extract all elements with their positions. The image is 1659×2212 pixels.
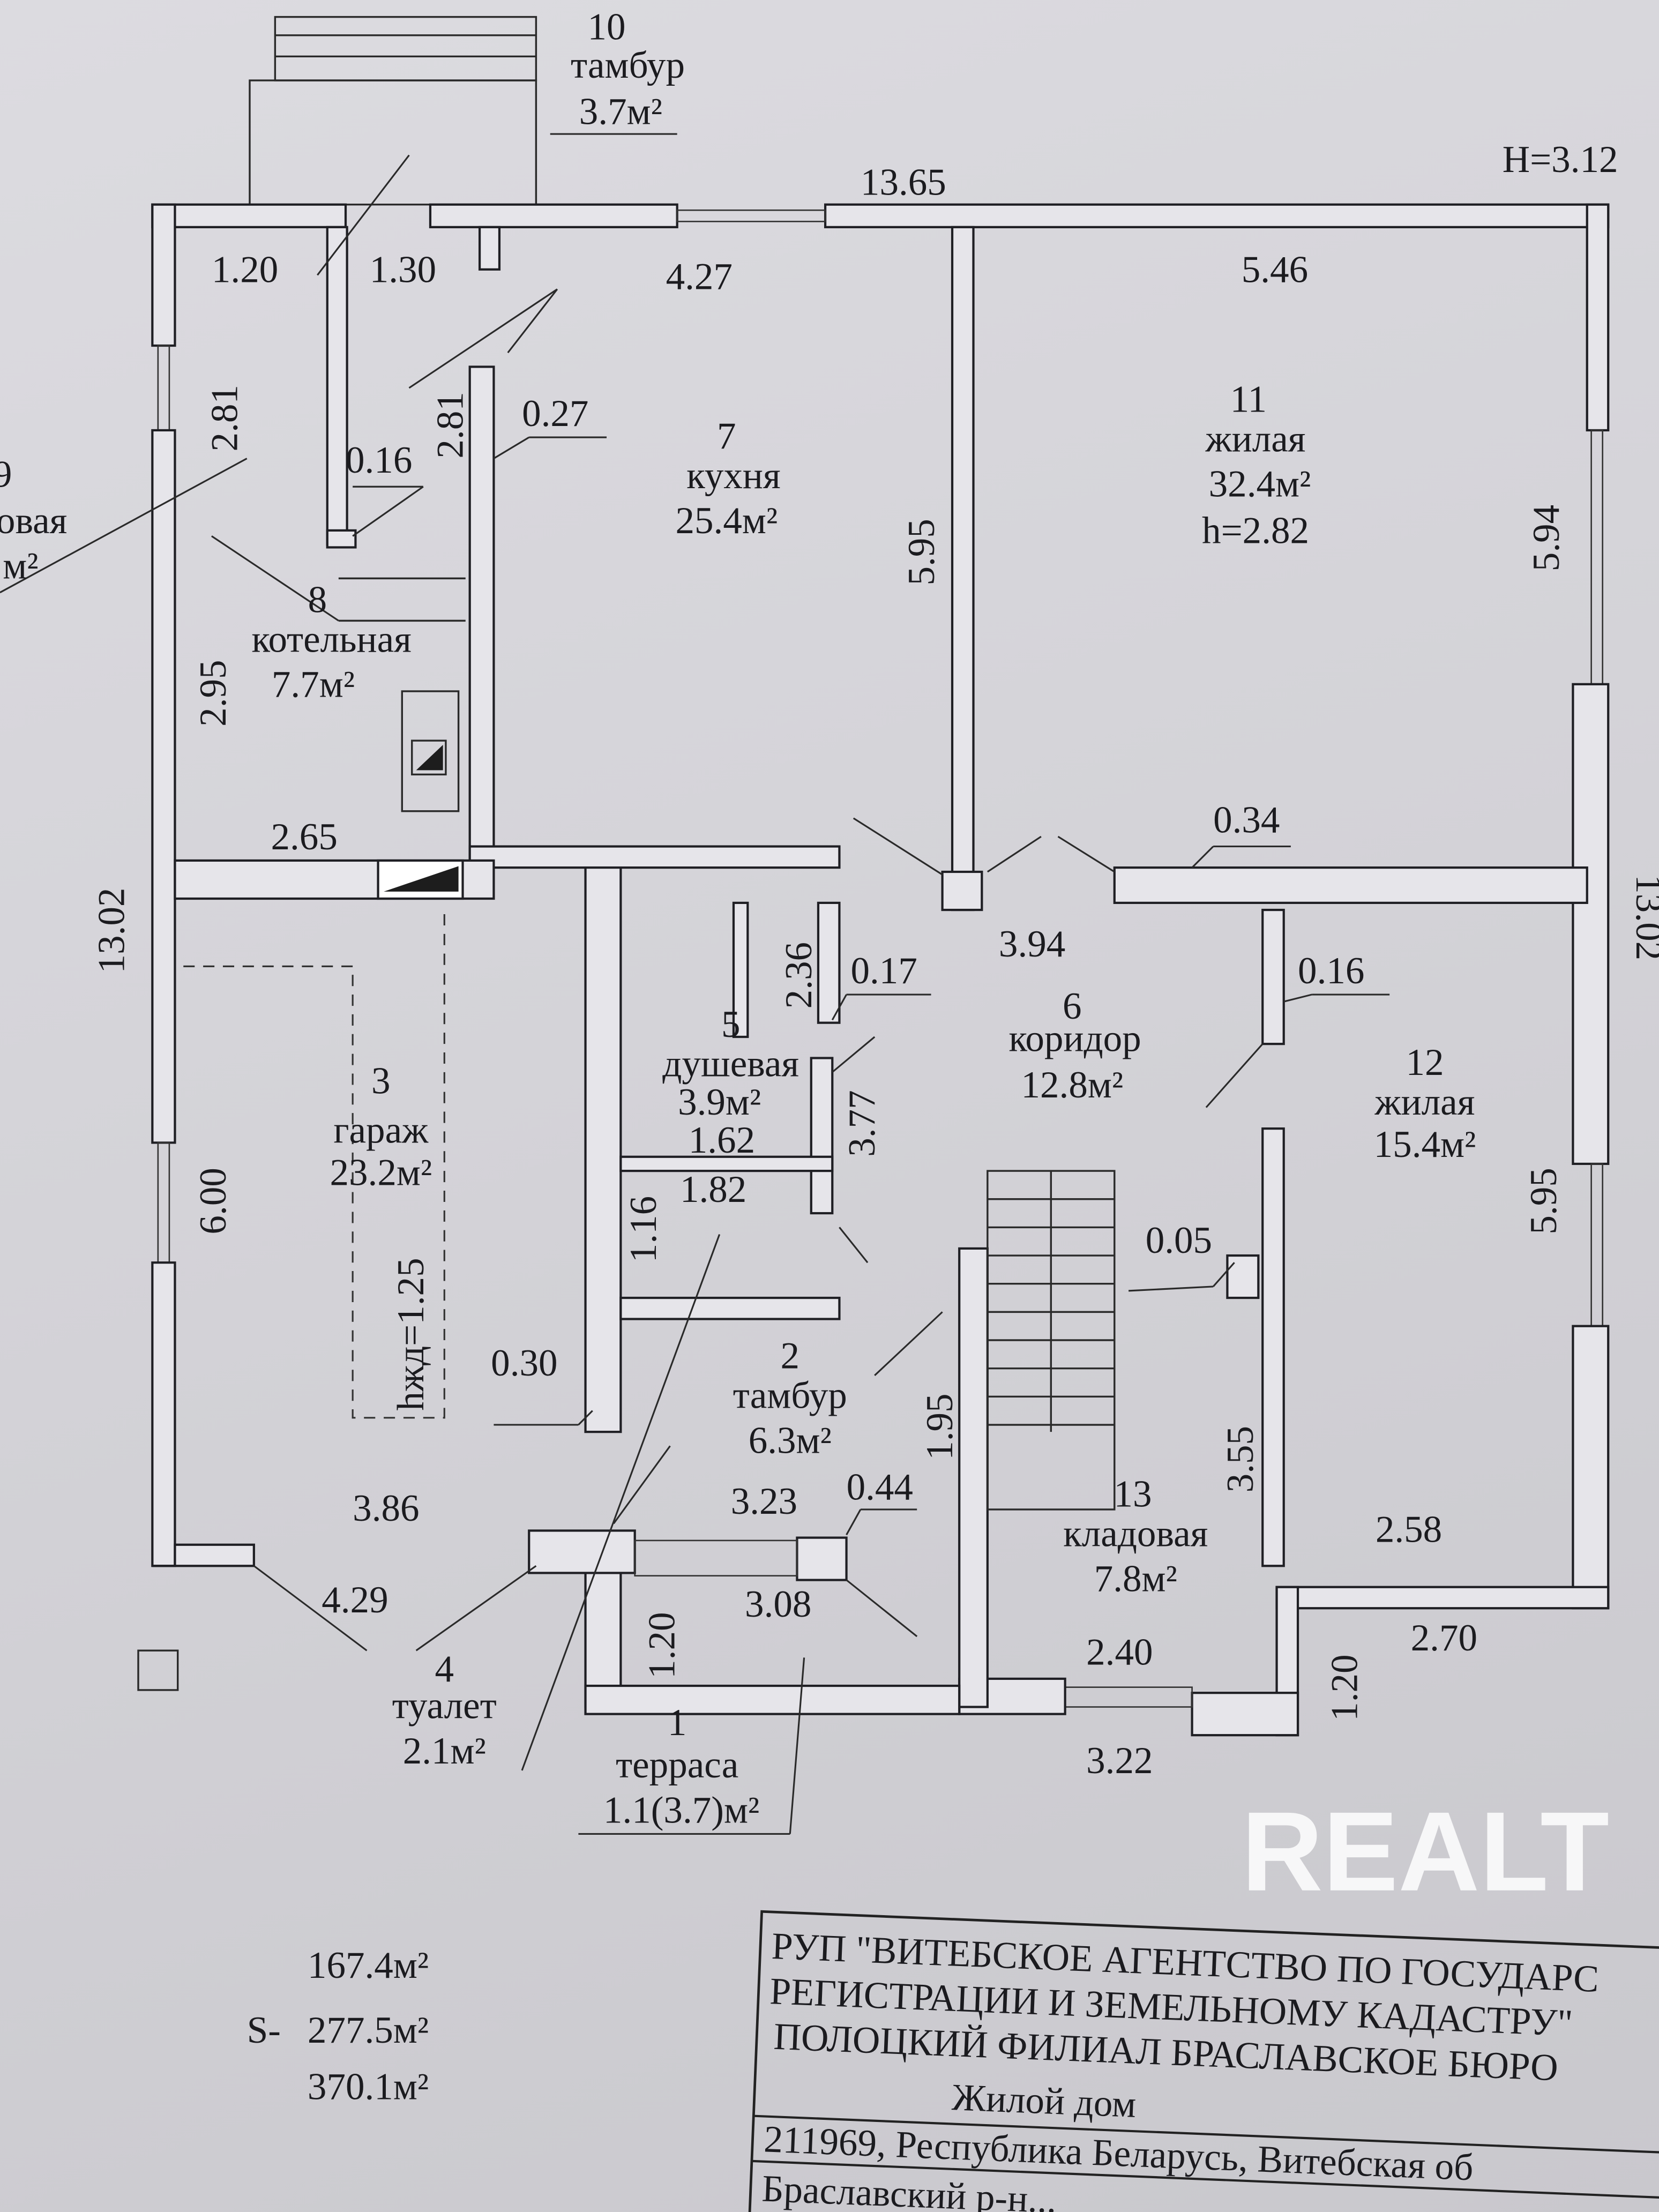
dim: 2.81	[430, 392, 472, 458]
room-3-pit-height: hжд=1.25	[390, 1258, 432, 1410]
dim: 3.55	[1220, 1426, 1261, 1492]
dim: 0.27	[522, 393, 588, 435]
dim: 2.58	[1376, 1508, 1442, 1550]
room-12-area: 15.4м²	[1374, 1124, 1476, 1165]
dim: 3.77	[841, 1090, 883, 1156]
dim: 5.46	[1242, 249, 1308, 291]
dim: 3.22	[1086, 1740, 1153, 1782]
room-13-area: 7.8м²	[1094, 1558, 1177, 1600]
total-3: 370.1м²	[308, 2066, 429, 2108]
room-10-num: 10	[588, 6, 626, 48]
dim: 0.17	[850, 950, 917, 992]
dim: 0.44	[847, 1467, 913, 1508]
room-6-name: коридор	[1008, 1018, 1141, 1059]
dim: 6.00	[192, 1168, 234, 1234]
total-prefix: S-	[247, 2009, 281, 2051]
dim: 5.95	[1523, 1168, 1565, 1234]
dim: 5.94	[1526, 505, 1567, 571]
total-1: 167.4м²	[308, 1945, 429, 1986]
area-totals: 167.4м² S- 277.5м² 370.1м²	[247, 1945, 429, 2108]
dim: 1.20	[641, 1612, 683, 1678]
dim: 4.27	[666, 256, 733, 298]
room-7-area: 25.4м²	[675, 500, 778, 542]
room-3-num: 3	[371, 1060, 391, 1102]
room-11-height: h=2.82	[1202, 510, 1309, 552]
dim: 3.86	[353, 1488, 419, 1529]
dim: 0.16	[346, 439, 412, 481]
dim: 2.70	[1411, 1617, 1477, 1659]
room-11-num: 11	[1230, 379, 1267, 421]
dim-length-left: 13.02	[91, 888, 133, 974]
room-7-name: кухня	[686, 455, 780, 497]
room-2-num: 2	[781, 1335, 800, 1377]
room-13-num: 13	[1114, 1474, 1152, 1515]
dim: 2.65	[271, 816, 337, 858]
dim: 2.81	[204, 385, 245, 451]
room-5-name: душевая	[662, 1043, 799, 1085]
room-11-name: жилая	[1205, 418, 1306, 460]
dim: 1.16	[623, 1196, 664, 1262]
room-1-name: терраса	[616, 1744, 738, 1786]
dim: 2.95	[192, 660, 234, 726]
dim: 0.30	[491, 1342, 557, 1384]
dim: 3.08	[745, 1583, 811, 1625]
room-8-area: 7.7м²	[272, 664, 355, 706]
room-3-area: 23.2м²	[330, 1152, 432, 1193]
room-10-area: 3.7м²	[579, 91, 662, 133]
room-9-area: …м²	[0, 545, 39, 587]
watermark-logo: REALT	[1242, 1788, 1609, 1915]
room-8-name: котельная	[252, 618, 412, 660]
room-1-num: 1	[668, 1702, 687, 1744]
room-4-num: 4	[435, 1648, 454, 1690]
dim: 4.29	[322, 1579, 388, 1621]
dim: 1.30	[370, 249, 436, 291]
labels: H=3.12 13.65 13.02 13.02 10 тамбур 3.7м²…	[0, 6, 1659, 1832]
dim: 1.82	[680, 1169, 746, 1210]
room-12-name: жилая	[1374, 1081, 1475, 1123]
room-12-num: 12	[1406, 1042, 1444, 1083]
stamp-object: Жилой дом	[951, 2076, 1137, 2126]
room-7-num: 7	[717, 415, 736, 457]
room-4-name: туалет	[392, 1685, 497, 1727]
room-9-num: 9	[0, 453, 12, 495]
dim: 1.20	[1324, 1654, 1366, 1721]
stamp-address-2: Браславский р-н...	[761, 2168, 1057, 2212]
dim: 1.20	[212, 249, 278, 291]
dim: 1.62	[689, 1119, 755, 1161]
walls	[0, 16, 1610, 1835]
room-9-name: кладовая	[0, 500, 67, 542]
room-8-num: 8	[308, 579, 327, 621]
room-6-num: 6	[1063, 985, 1082, 1027]
room-2-name: тамбур	[733, 1374, 847, 1416]
height-label: H=3.12	[1503, 139, 1618, 181]
room-5-area: 3.9м²	[678, 1081, 761, 1123]
total-2: 277.5м²	[308, 2009, 429, 2051]
room-6-area: 12.8м²	[1021, 1064, 1123, 1106]
room-1-area: 1.1(3.7)м²	[603, 1789, 759, 1831]
dim: 1.95	[919, 1393, 961, 1460]
dim: 3.94	[999, 923, 1065, 965]
room-10-name: тамбур	[571, 44, 685, 86]
dim: 0.16	[1298, 950, 1364, 992]
dim-length-right: 13.02	[1628, 875, 1659, 960]
room-13-name: кладовая	[1063, 1513, 1208, 1555]
room-11-area: 32.4м²	[1209, 464, 1311, 505]
dim: 3.23	[731, 1481, 797, 1522]
dim: 0.34	[1213, 799, 1280, 841]
room-3-name: гараж	[333, 1109, 429, 1151]
room-2-area: 6.3м²	[749, 1420, 832, 1462]
room-5-num: 5	[721, 1004, 741, 1045]
room-4-area: 2.1м²	[403, 1730, 486, 1772]
dim: 2.40	[1086, 1632, 1153, 1673]
dim-width-top: 13.65	[861, 161, 946, 203]
dim: 2.36	[778, 942, 820, 1008]
dim: 5.95	[901, 519, 943, 585]
title-stamp: РУП "ВИТЕБСКОЕ АГЕНТСТВО ПО ГОСУДАРС РЕГ…	[747, 1910, 1659, 2212]
dim: 0.05	[1146, 1220, 1212, 1261]
